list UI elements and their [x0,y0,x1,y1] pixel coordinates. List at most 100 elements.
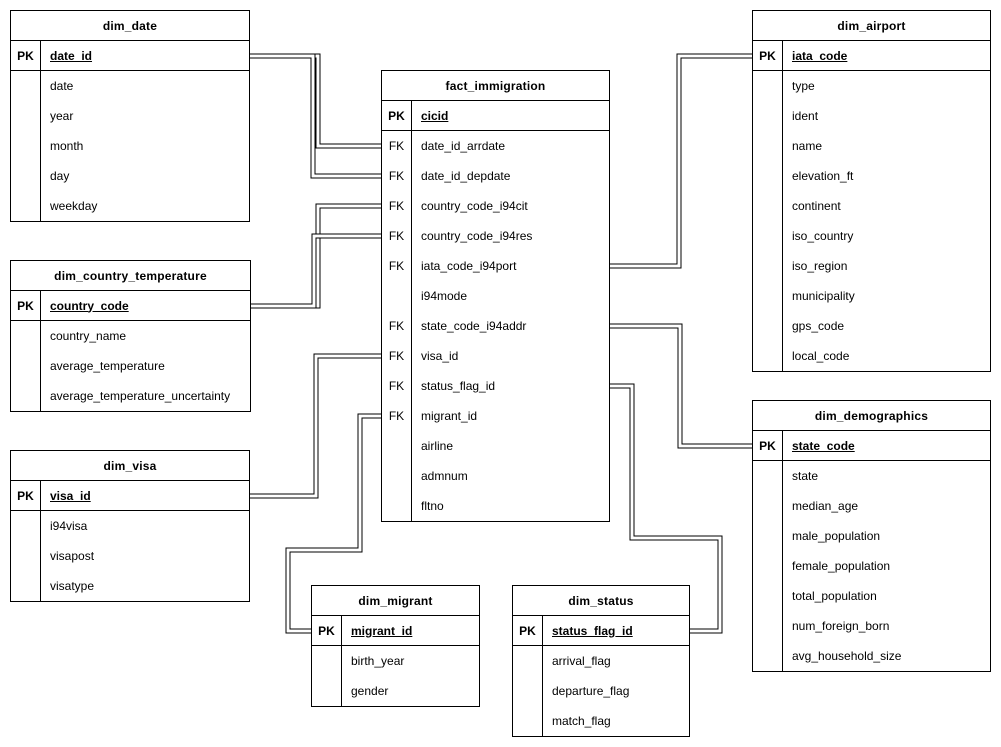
field-row-dim_airport-elevation_ft[interactable]: elevation_ft [753,161,990,191]
field-row-fact_immigration-admnum[interactable]: admnum [382,461,609,491]
field-name: month [50,139,84,153]
field-row-dim_status-departure_flag[interactable]: departure_flag [513,676,689,706]
field-row-dim_migrant-birth_year[interactable]: birth_year [312,646,479,676]
fk-badge: FK [382,371,412,401]
field-row-dim_country_temperature-country_name[interactable]: country_name [11,321,250,351]
connection-dim_visa.visa_id-to-fact_immigration.visa_id[interactable] [247,353,384,499]
field-row-dim_status-match_flag[interactable]: match_flag [513,706,689,736]
field-row-dim_airport-continent[interactable]: continent [753,191,990,221]
field-row-dim_date-month[interactable]: month [11,131,249,161]
field-name: status_flag_id [552,623,633,638]
field-row-dim_visa-visapost[interactable]: visapost [11,541,249,571]
fk-badge: FK [382,341,412,371]
connection-fact_immigration.migrant_id-to-dim_migrant.migrant_id[interactable] [285,413,384,634]
connection-fact_immigration.state_code_i94addr-to-dim_demographics.state_code[interactable] [607,323,755,449]
entity-title-dim_visa: dim_visa [11,451,249,481]
field-row-dim_visa-visatype[interactable]: visatype [11,571,249,601]
field-name: year [50,109,74,123]
fk-badge: FK [382,161,412,191]
field-row-fact_immigration-airline[interactable]: airline [382,431,609,461]
field-row-dim_date-weekday[interactable]: weekday [11,191,249,221]
field-row-dim_demographics-median_age[interactable]: median_age [753,491,990,521]
entity-title-dim_status: dim_status [513,586,689,616]
field-name: birth_year [351,654,405,668]
key-cell-empty [382,281,412,311]
connection-dim_date.date_id-to-fact_immigration.date_id_depdate[interactable] [247,53,384,179]
field-name: total_population [792,589,877,603]
field-name: status_flag_id [421,379,496,393]
field-row-dim_demographics-total_population[interactable]: total_population [753,581,990,611]
field-name: continent [792,199,841,213]
field-name: elevation_ft [792,169,854,183]
field-row-dim_airport-iso_country[interactable]: iso_country [753,221,990,251]
field-name: visatype [50,579,95,593]
field-name: state [792,469,819,483]
entity-title-dim_airport: dim_airport [753,11,990,41]
field-name: cicid [421,108,449,123]
field-row-dim_demographics-avg_household_size[interactable]: avg_household_size [753,641,990,671]
field-row-fact_immigration-status_flag_id[interactable]: FK status_flag_id [382,371,609,401]
field-row-dim_date-date[interactable]: date [11,71,249,101]
field-row-dim_demographics-state[interactable]: state [753,461,990,491]
pk-badge: PK [312,616,342,645]
field-row-dim_migrant-gender[interactable]: gender [312,676,479,706]
connection-fact_immigration.status_flag_id-to-dim_status.status_flag_id[interactable] [607,383,723,634]
pk-badge: PK [11,41,41,70]
field-row-dim_airport-name[interactable]: name [753,131,990,161]
connection-dim_country_temperature.country_code-to-fact_immigration.country_code_i94res[interactable] [248,233,384,309]
field-row-dim_airport-gps_code[interactable]: gps_code [753,311,990,341]
key-cell-empty [753,341,783,371]
field-row-dim_demographics-male_population[interactable]: male_population [753,521,990,551]
field-row-dim_airport-local_code[interactable]: local_code [753,341,990,371]
field-name: arrival_flag [552,654,611,668]
field-row-dim_country_temperature-average_temperature[interactable]: average_temperature [11,351,250,381]
field-row-dim_status-arrival_flag[interactable]: arrival_flag [513,646,689,676]
field-row-dim_visa-i94visa[interactable]: i94visa [11,511,249,541]
field-name: country_code_i94res [421,229,533,243]
field-row-dim_date-day[interactable]: day [11,161,249,191]
field-row-dim_airport-ident[interactable]: ident [753,101,990,131]
key-cell-empty [753,551,783,581]
key-cell-empty [753,101,783,131]
field-row-dim_demographics-female_population[interactable]: female_population [753,551,990,581]
fk-badge: FK [382,131,412,161]
field-row-dim_airport-type[interactable]: type [753,71,990,101]
key-cell-empty [753,161,783,191]
field-name: type [792,79,815,93]
connection-fact_immigration.iata_code_i94port-to-dim_airport.iata_code[interactable] [607,53,755,269]
field-name: airline [421,439,454,453]
field-row-dim_airport-municipality[interactable]: municipality [753,281,990,311]
field-row-fact_immigration-fltno[interactable]: fltno [382,491,609,521]
field-row-dim_airport-iso_region[interactable]: iso_region [753,251,990,281]
fk-badge: FK [382,311,412,341]
field-row-dim_country_temperature-average_temperature_uncertainty[interactable]: average_temperature_uncertainty [11,381,250,411]
key-cell-empty [11,321,41,351]
field-row-fact_immigration-i94mode[interactable]: i94mode [382,281,609,311]
field-row-dim_demographics-num_foreign_born[interactable]: num_foreign_born [753,611,990,641]
field-row-dim_date-year[interactable]: year [11,101,249,131]
